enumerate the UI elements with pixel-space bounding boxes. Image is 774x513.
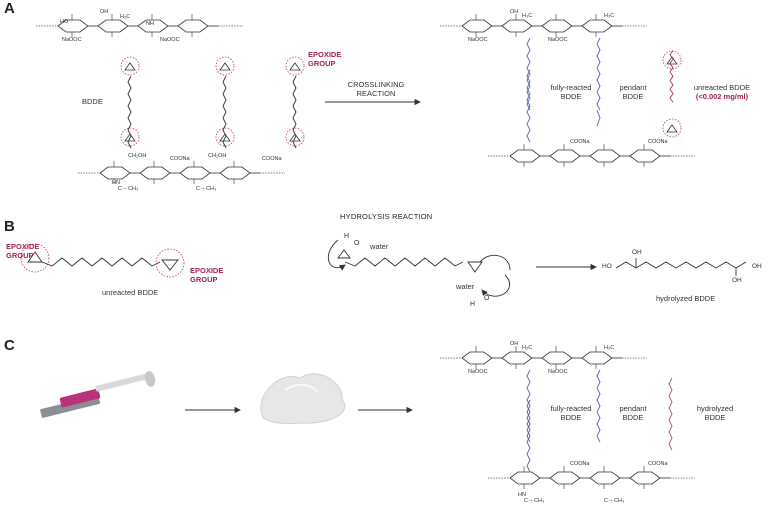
chain-label-h3c-5: H₃C — [604, 345, 615, 351]
panel-label-c: C — [4, 337, 15, 354]
chain-label-h3c: H₃C — [120, 14, 131, 20]
panel-c-bottom-chain — [488, 466, 695, 489]
panel-b-unreacted-bdde — [20, 243, 185, 278]
panel-b-oh-label-3: OH — [752, 263, 762, 270]
panel-b-oh-label-2: OH — [732, 277, 742, 284]
panel-c-top-chain — [440, 346, 647, 369]
panel-a-top-chain — [36, 14, 243, 37]
panel-b-ho-label: HO — [602, 263, 612, 270]
syringe — [40, 371, 156, 418]
panel-b-o-atom-2: O — [484, 295, 490, 302]
panel-b-hydrolyzed-label: hydrolyzed BDDE — [656, 294, 716, 303]
chain-label-ch2oh-2: CH₂OH — [208, 153, 227, 159]
chain-label-coona-2: COONa — [262, 156, 282, 162]
chain-label-coona-3: COONa — [570, 139, 590, 145]
chain-label-ho: HO — [60, 19, 69, 25]
panel-b-h-atom: H — [344, 233, 350, 240]
panel-b-water-top-label: water — [370, 242, 389, 251]
chain-label-h3c-3: H₃C — [604, 13, 615, 19]
panel-a-bottom-chain — [78, 161, 285, 184]
chain-label-c-ch3: C – CH₃ — [118, 186, 139, 192]
panel-label-a: A — [4, 0, 15, 17]
chain-label-oh: OH — [100, 9, 109, 15]
chain-label-oh-4: OH — [510, 341, 519, 347]
chain-label-hn-2: HN — [518, 492, 526, 498]
panel-a-product-bottom-chain — [488, 144, 695, 167]
panel-b-h-atom-2: H — [470, 301, 476, 308]
panel-b-hydrolysis-intermediate — [327, 239, 511, 297]
chain-label-ch2oh: CH₂OH — [128, 153, 147, 159]
chain-label-h3c-4: H₃C — [522, 345, 533, 351]
hydrolysis-reaction-title: HYDROLYSIS REACTION — [340, 212, 433, 221]
panel-a-bdde-linkers — [120, 56, 305, 149]
chain-label-coona-6: COONa — [648, 461, 668, 467]
panel-b-oh-label: OH — [632, 249, 642, 256]
chain-label-hn: HN — [112, 180, 120, 186]
chain-label-naooc-3: NaOOC — [468, 37, 488, 43]
panel-a-bdde-label: BDDE — [82, 97, 103, 106]
panel-b-unreacted-label: unreacted BDDE — [102, 288, 159, 297]
panel-a-unreacted-label: unreacted BDDE(<0.002 mg/ml) — [693, 83, 751, 101]
panel-a-product-linkers — [526, 37, 682, 143]
chain-label-nh: NH — [146, 21, 154, 27]
chain-label-naooc: NaOOC — [62, 37, 82, 43]
chain-label-coona-5: COONa — [570, 461, 590, 467]
panel-b-hydrolyzed-bdde — [615, 258, 747, 276]
chain-label-naooc-2: NaOOC — [160, 37, 180, 43]
chain-label-h3c-2: H₃C — [522, 13, 533, 19]
chain-label-c-ch3-2: C – CH₃ — [196, 186, 217, 192]
panel-b-o-atom: O — [354, 240, 360, 247]
chain-label-naooc-4: NaOOC — [548, 37, 568, 43]
chain-label-coona-4: COONa — [648, 139, 668, 145]
panel-label-b: B — [4, 218, 15, 235]
chain-label-coona: COONa — [170, 156, 190, 162]
chain-label-naooc-5: NaOOC — [468, 369, 488, 375]
chain-label-oh-3: OH — [510, 9, 519, 15]
panel-a-product-top-chain — [440, 14, 647, 37]
chain-label-naooc-6: NaOOC — [548, 369, 568, 375]
chain-label-c-ch3-4: C – CH₃ — [604, 498, 625, 504]
chain-label-c-ch3-3: C – CH₃ — [524, 498, 545, 504]
panel-b-water-bottom-label: water — [456, 282, 475, 291]
hydrogel-blob — [260, 373, 346, 424]
